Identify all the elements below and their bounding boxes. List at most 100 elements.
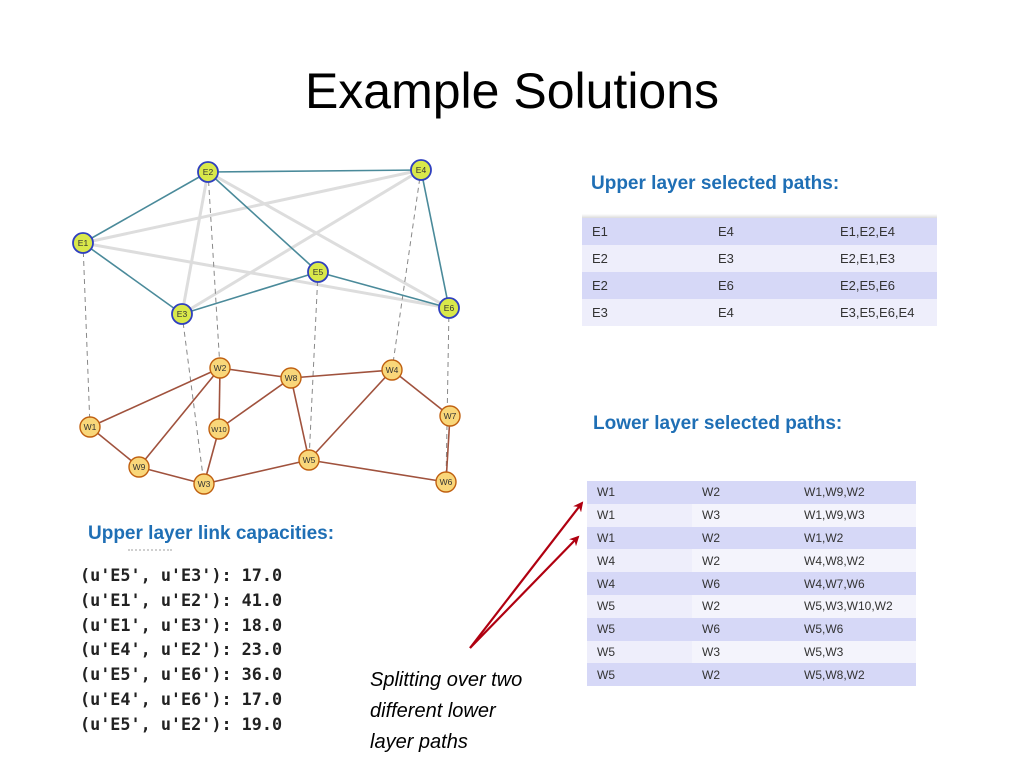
node-e5: E5 [307,261,329,283]
lower-path-source-cell: W1 [587,526,692,550]
node-e4: E4 [410,159,432,181]
node-w1: W1 [79,416,101,438]
upper-path-path-cell: E3,E5,E6,E4 [830,299,937,326]
note-line: Splitting over two [370,669,523,691]
lower-path-target-cell: W3 [692,503,794,527]
lower-path-target-cell: W2 [692,481,794,504]
upper-path-source-cell: E2 [582,245,708,272]
node-circle [171,303,193,325]
note-line: layer paths [370,731,468,753]
lower-path-source-cell: W4 [587,572,692,595]
lower-link-W7-W6 [445,415,451,483]
capacity-line: (u'E4', u'E2'): 23.0 [80,639,283,660]
lower-path-target-cell: W3 [692,640,794,664]
upper-link-E1-E2 [82,171,209,244]
upper-path-target-cell: E4 [708,299,830,326]
lower-link-W8-W4 [290,369,393,379]
mapping-link-E3-W3 [181,313,205,485]
upper-link-E1-E3 [82,242,183,315]
node-e2: E2 [197,161,219,183]
virtual-link-E1-E4 [82,168,422,245]
node-label: E5 [313,267,324,277]
capacities-faded-mark [128,549,172,554]
lower-path-target-cell: W6 [692,617,794,641]
node-circle [307,261,329,283]
upper-link-E3-E5 [181,271,319,315]
lower-path-path-cell: W5,W6 [794,617,916,641]
node-w2: W2 [209,357,231,379]
lower-path-source-cell: W4 [587,549,692,573]
capacity-line: (u'E5', u'E2'): 19.0 [80,713,283,734]
upper-path-target-cell: E4 [708,218,830,245]
mapping-link-E5-W5 [308,271,319,461]
node-circle [381,359,403,381]
lower-path-source-cell: W5 [587,594,692,618]
lower-path-path-cell: W5,W3,W10,W2 [794,594,916,618]
upper-table-header-rule [582,214,937,218]
note-line: different lower [370,700,496,722]
lower-link-W5-W6 [308,459,447,483]
virtual-link-E2-E3 [180,171,210,315]
node-circle [208,418,230,440]
lower-path-path-cell: W5,W3 [794,640,916,664]
lower-link-W9-W3 [138,466,205,485]
lower-paths-heading: Lower layer selected paths: [593,413,843,434]
lower-path-source-cell: W1 [587,503,692,527]
lower-path-target-cell: W2 [692,526,794,550]
node-label: W5 [303,455,316,465]
node-label: W2 [214,363,227,373]
node-w7: W7 [439,405,461,427]
upper-link-E5-E6 [317,271,450,309]
capacity-line: (u'E5', u'E3'): 17.0 [80,565,283,585]
lower-path-source-cell: W5 [587,663,692,687]
lower-link-W10-W8 [218,377,292,430]
node-label: E4 [416,165,427,175]
upper-path-path-cell: E2,E5,E6 [830,272,937,299]
lower-path-target-cell: W2 [692,594,794,618]
lower-path-target-cell: W6 [692,572,794,595]
node-label: E6 [444,303,455,313]
upper-path-path-cell: E1,E2,E4 [830,218,937,245]
upper-link-E2-E4 [207,169,422,173]
capacity-line: (u'E1', u'E2'): 41.0 [80,589,283,610]
capacities-heading: Upper layer link capacities: [88,523,335,544]
node-w4: W4 [381,359,403,381]
lower-link-W5-W4 [308,369,393,461]
node-w3: W3 [193,473,215,495]
node-circle [280,367,302,389]
virtual-link-E2-E6 [207,170,450,310]
capacity-line: (u'E1', u'E3'): 18.0 [80,614,283,635]
node-circle [197,161,219,183]
node-label: E2 [203,167,214,177]
upper-path-source-cell: E2 [582,272,708,299]
upper-link-E4-E6 [420,169,450,309]
node-circle [79,416,101,438]
lower-path-path-cell: W5,W8,W2 [794,663,916,687]
node-w9: W9 [128,456,150,478]
lower-path-path-cell: W1,W2 [794,526,916,550]
mapping-link-E2-W2 [207,171,221,369]
lower-path-source-cell: W5 [587,640,692,664]
lower-link-W3-W5 [203,459,310,485]
node-circle [439,405,461,427]
node-circle [209,357,231,379]
node-label: W6 [440,477,453,487]
upper-path-target-cell: E3 [708,245,830,272]
upper-path-source-cell: E1 [582,218,708,245]
upper-paths-heading: Upper layer selected paths: [591,173,840,194]
node-circle [72,232,94,254]
lower-path-path-cell: W1,W9,W3 [794,503,916,527]
capacity-line: (u'E5', u'E6'): 36.0 [80,664,283,685]
lower-link-W2-W8 [219,367,292,379]
